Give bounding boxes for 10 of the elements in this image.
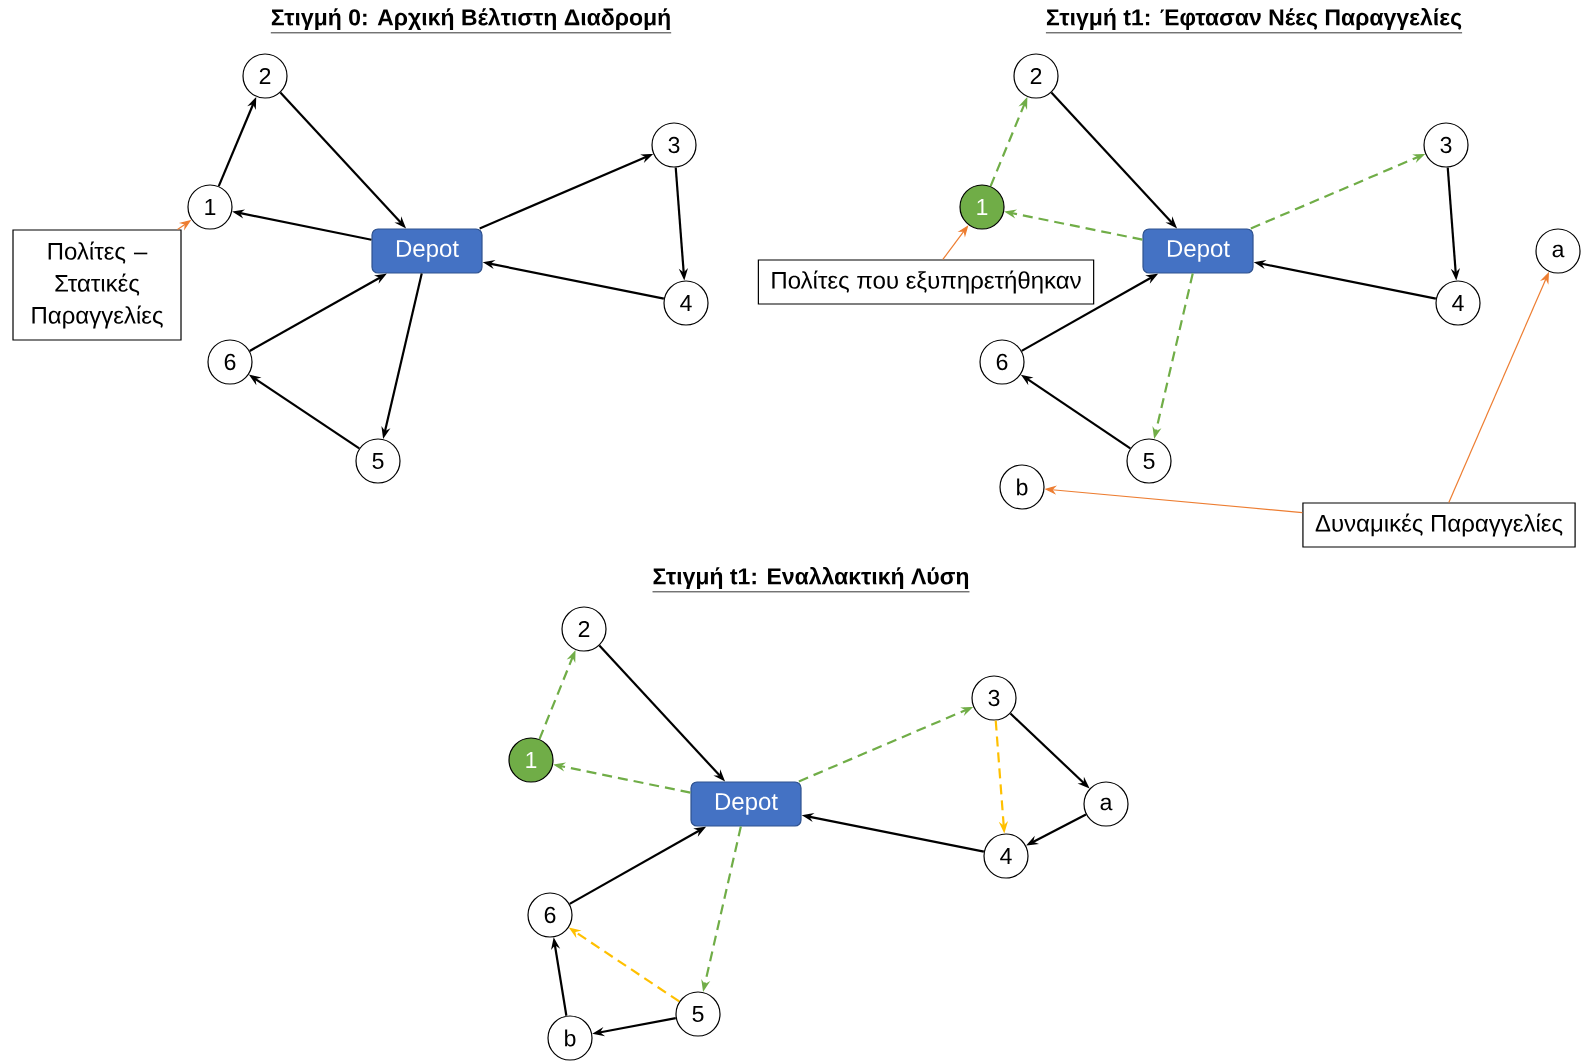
depot-box: Depot bbox=[371, 228, 483, 274]
callout-box: Πολίτες που εξυπηρετήθηκαν bbox=[757, 259, 1095, 305]
depot-box: Depot bbox=[1142, 228, 1254, 274]
callout-box: Πολίτες – Στατικές Παραγγελίες bbox=[12, 229, 182, 341]
panel-heading: Στιγμή t1: Εναλλακτική Λύση bbox=[652, 567, 970, 593]
panel-heading: Στιγμή t1: Έφτασαν Νέες Παραγγελίες bbox=[1045, 8, 1463, 34]
panel-heading: Στιγμή 0: Αρχική Βέλτιστη Διαδρομή bbox=[270, 8, 672, 34]
leader-line bbox=[942, 225, 969, 260]
depot-box: Depot bbox=[690, 781, 802, 827]
callout-box: Δυναμικές Παραγγελίες bbox=[1302, 502, 1576, 548]
